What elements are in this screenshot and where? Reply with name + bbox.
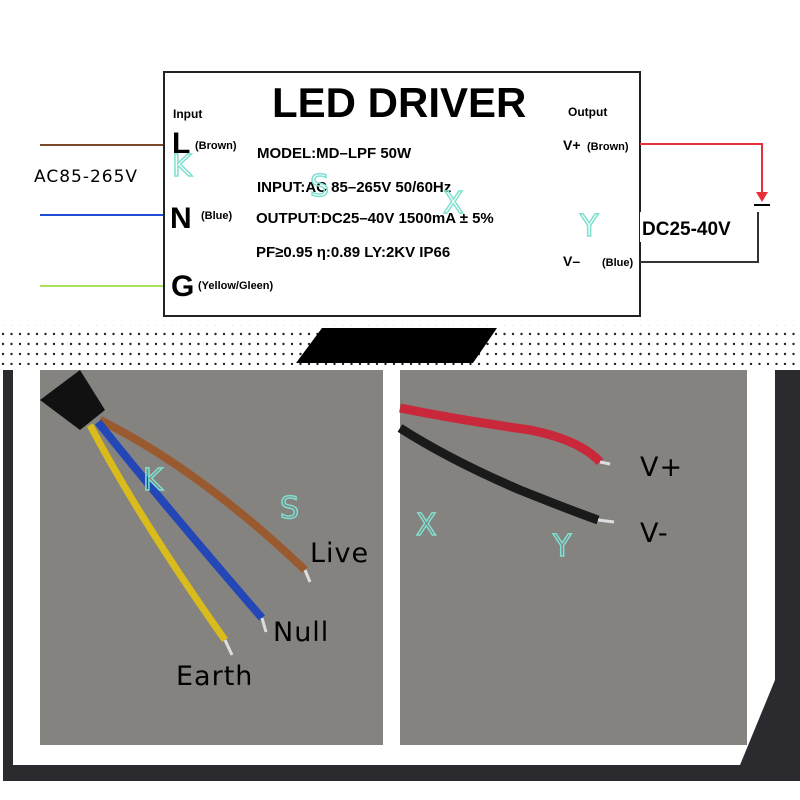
vplus-tip <box>599 460 611 466</box>
watermark-letter: S <box>280 491 299 526</box>
spec-input: INPUT:AC 85–265V 50/60Hz <box>257 179 451 196</box>
terminal-l-color: (Brown) <box>195 140 237 152</box>
ac-range-label: AC85-265V <box>34 167 138 187</box>
watermark-letter: Y <box>552 529 572 564</box>
spec-output: OUTPUT:DC25–40V 1500mA ± 5% <box>256 210 494 227</box>
watermark-letter: X <box>416 508 437 543</box>
terminal-g-letter: G <box>171 270 194 303</box>
terminal-n-letter: N <box>170 202 192 235</box>
terminal-vminus-color: (Blue) <box>602 257 634 269</box>
vminus-wire-line <box>640 212 759 263</box>
watermark-letter: X <box>443 186 464 221</box>
dc-range-bg <box>640 212 756 242</box>
terminal-vplus-color: (Brown) <box>587 141 629 153</box>
vminus-tip <box>597 518 615 524</box>
arrow-down-icon <box>756 192 768 202</box>
terminal-l-letter: L <box>172 127 190 160</box>
black-parallelogram <box>296 328 497 363</box>
vminus-label: V- <box>640 518 669 549</box>
spec-model: MODEL:MD–LPF 50W <box>257 145 412 162</box>
watermark-letter: S <box>310 169 329 204</box>
terminal-n-color: (Blue) <box>201 210 233 222</box>
terminal-vminus-letter: V– <box>563 253 580 269</box>
live-label: Live <box>310 538 369 569</box>
input-cable <box>40 370 312 656</box>
driver-label-box <box>163 71 641 317</box>
black-wire <box>397 424 600 525</box>
vplus-wire-line <box>640 143 763 196</box>
watermark-letter: Y <box>579 209 599 244</box>
label-title: LED DRIVER <box>272 79 526 126</box>
earth-label: Earth <box>176 661 253 692</box>
live-tip <box>303 569 312 583</box>
red-wire <box>399 403 604 466</box>
watermark-letter: K <box>143 463 164 498</box>
yellow-green-wire <box>86 423 228 643</box>
null-label: Null <box>273 617 329 648</box>
spec-efficiency: PF≥0.95 η:0.89 LY:2KV IP66 <box>256 244 450 261</box>
output-heading: Output <box>568 105 607 119</box>
output-cable-photo <box>400 370 747 745</box>
null-tip <box>260 617 268 633</box>
terminal-vplus-letter: V+ <box>563 137 581 153</box>
cable-jacket <box>40 370 105 430</box>
brown-wire <box>98 416 308 573</box>
blue-wire <box>94 419 266 621</box>
input-heading: Input <box>173 107 202 121</box>
dc-range-label: DC25-40V <box>642 219 731 240</box>
watermark-letter: K <box>172 149 193 184</box>
earth-tip <box>223 639 234 656</box>
terminal-g-color: (Yellow/Gleen) <box>198 280 274 292</box>
vplus-label: V+ <box>640 452 683 483</box>
